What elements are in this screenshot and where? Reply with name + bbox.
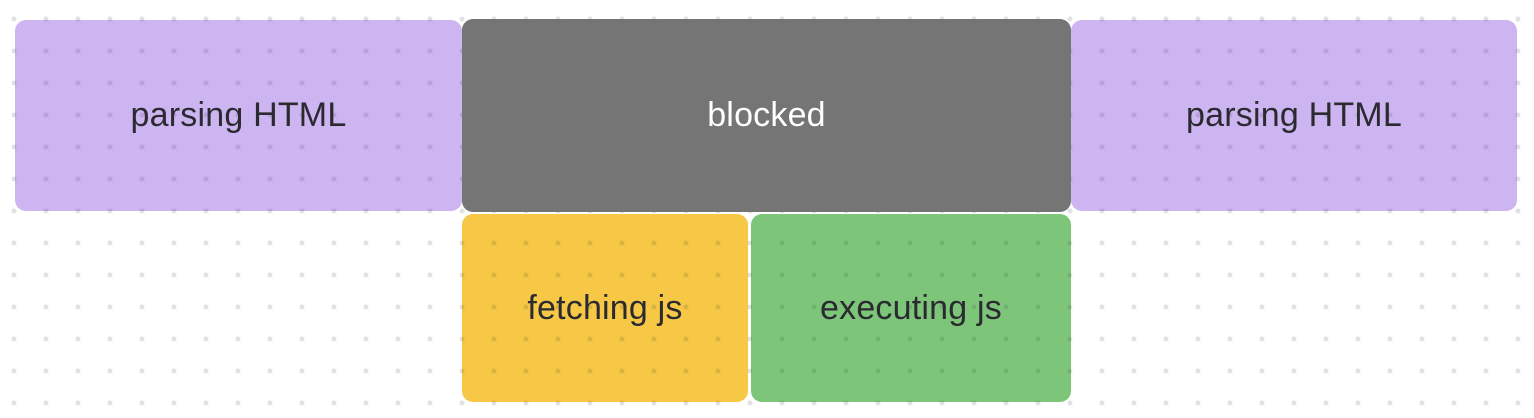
fetching-js-block: fetching js <box>462 214 748 402</box>
fetching-js-label: fetching js <box>527 288 683 327</box>
parsing-html-right-block: parsing HTML <box>1071 20 1517 211</box>
blocked-block: blocked <box>462 19 1071 212</box>
parsing-html-right-label: parsing HTML <box>1186 96 1402 134</box>
blocked-label: blocked <box>707 96 826 134</box>
parsing-html-left-block: parsing HTML <box>15 20 462 211</box>
executing-js-block: executing js <box>751 214 1071 402</box>
parsing-html-left-label: parsing HTML <box>130 96 347 134</box>
executing-js-label: executing js <box>820 288 1002 327</box>
